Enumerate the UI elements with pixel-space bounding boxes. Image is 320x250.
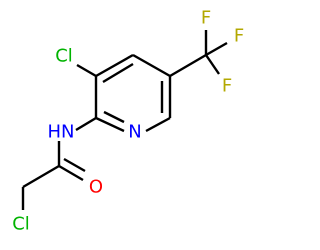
molecule-structure: Cl HN N O Cl F F F [12, 8, 244, 235]
bond-c3-c4 [95, 53, 134, 78]
bond-n1-c2-inner [103, 110, 125, 124]
molecule-drawing: Cl HN N O Cl F F F [12, 8, 244, 235]
bonds [21, 30, 228, 210]
bond-c6-n1 [145, 116, 171, 133]
atom-nh: HN [48, 122, 75, 143]
bond-carbonyl-ch2 [22, 164, 60, 189]
atom-n-ring: N [128, 122, 141, 143]
bond-c3-c4-inner [102, 62, 134, 84]
bond-carbonyl-o [58, 164, 84, 182]
bond-cf3-f3 [205, 54, 220, 75]
atom-cl-chain: Cl [12, 214, 30, 235]
atom-f2: F [234, 26, 244, 47]
atom-f1: F [201, 8, 211, 29]
bond-n1-c2 [95, 116, 125, 133]
bond-c3-cl [76, 63, 97, 78]
atom-o: O [89, 177, 103, 198]
bond-carbonyl-o-inner [63, 157, 86, 173]
bond-c4-c5 [132, 53, 171, 78]
bond-c5-cf3 [169, 53, 207, 78]
bond-c2-nh [75, 116, 97, 132]
atom-cl-ring: Cl [55, 46, 73, 67]
bond-cf3-f2 [205, 41, 228, 57]
atom-f3: F [222, 76, 232, 97]
atom-labels: Cl HN N O Cl F F F [12, 8, 244, 235]
